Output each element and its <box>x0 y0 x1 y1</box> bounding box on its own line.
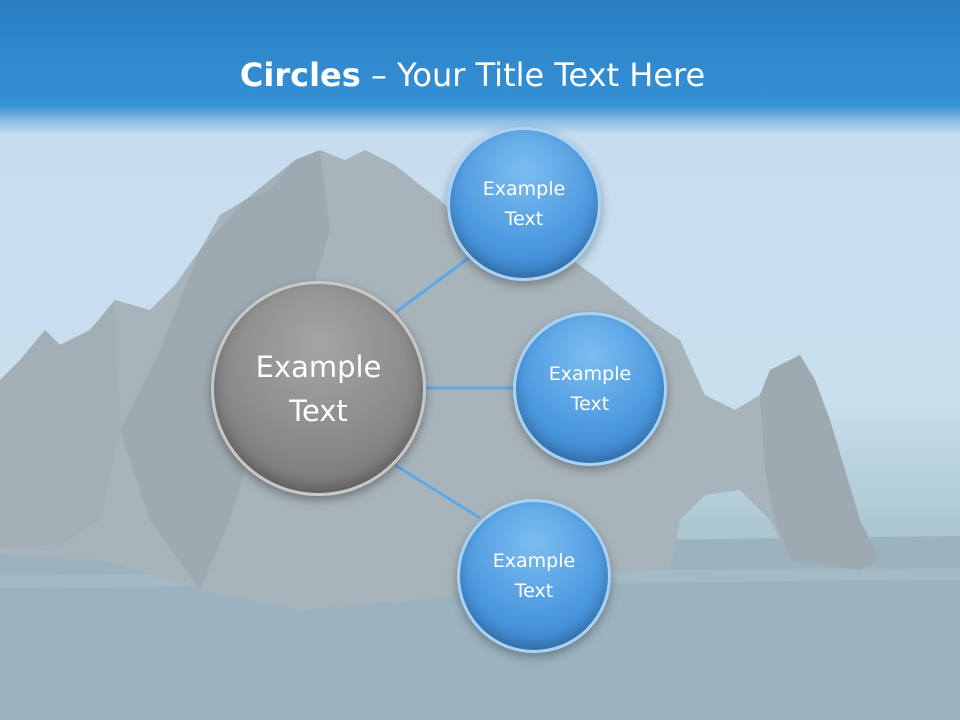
satellite-circle-2[interactable]: Example Text <box>513 312 667 466</box>
satellite-circle-1[interactable]: Example Text <box>447 127 601 281</box>
hub-circle[interactable]: Example Text <box>211 281 426 496</box>
title-rest: – Your Title Text Here <box>360 56 706 94</box>
satellite-circle-3[interactable]: Example Text <box>457 499 611 653</box>
rock-left <box>0 300 120 548</box>
satellite-circle-3-label: Example Text <box>492 550 576 602</box>
connector-line-3 <box>394 463 481 520</box>
hub-circle-label: Example Text <box>255 349 382 428</box>
slide-title: Circles – Your Title Text Here <box>0 52 945 98</box>
rock-arch-right <box>760 355 880 570</box>
connector-line-1 <box>395 255 471 314</box>
title-bold: Circles <box>239 56 361 94</box>
satellite-circle-2-label: Example Text <box>548 363 632 415</box>
satellite-circle-1-label: Example Text <box>482 178 566 230</box>
title-bar <box>0 0 960 135</box>
